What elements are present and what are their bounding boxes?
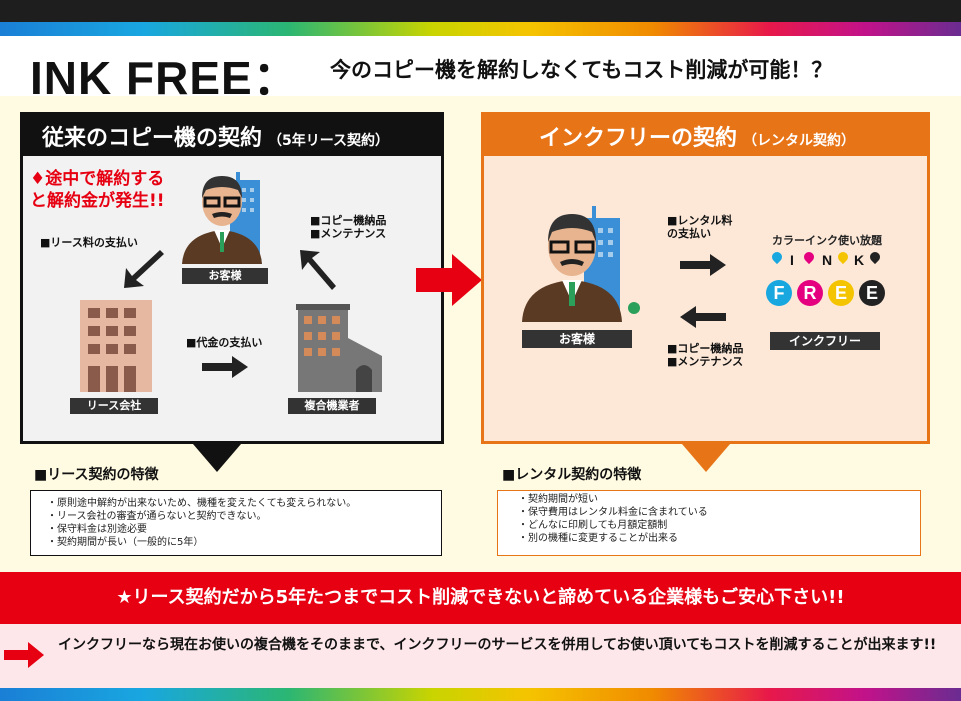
arrow-right-icon (202, 356, 248, 378)
cancellation-warning: ♦途中で解約する と解約金が発生!! (30, 168, 165, 212)
rental-feature-item: ・契約期間が短い (518, 494, 598, 505)
rental-feature-item: ・保守費用はレンタル料金に含まれている (518, 507, 708, 518)
rental-fee-line-2: の支払い (667, 227, 711, 240)
black-drop-icon (867, 249, 883, 265)
delivery-line-1: ■コピー機納品 (310, 214, 387, 227)
lease-features-title: ■リース契約の特徴 (34, 467, 159, 483)
rental-subtitle-text: （レンタル契約） (743, 133, 856, 149)
delivery-maintenance-label-left: ■コピー機納品 ■メンテナンス (310, 214, 386, 240)
rental-feature-item: ・別の機種に変更することが出来る (518, 533, 678, 544)
ink-tagline: カラーインク使い放題 (772, 234, 882, 247)
ink-letter-e1: E (828, 280, 854, 306)
rental-contract-panel (481, 112, 930, 444)
rental-contract-header: インクフリーの契約 （レンタル契約） (481, 112, 930, 156)
lease-payment-label: ■リース料の支払い (40, 236, 138, 249)
magenta-drop-icon (801, 249, 817, 265)
lease-subtitle-text: （5年リース契約） (268, 133, 390, 149)
yellow-drop-icon (835, 249, 851, 265)
price-payment-label: ■代金の支払い (186, 336, 263, 349)
delivery-line-2: ■メンテナンス (310, 227, 387, 240)
rental-contract-title: インクフリーの契約 （レンタル契約） (539, 120, 855, 152)
ink-letter-n: N (822, 252, 833, 268)
rental-fee-line-1: ■レンタル料 (667, 214, 733, 227)
delivery-right-line-2: ■メンテナンス (667, 355, 744, 368)
arrow-right-rental-icon (680, 254, 726, 276)
customer-figure-right-icon (522, 206, 640, 322)
lease-feature-item: ・原則途中解約が出来ないため、機種を変えたくても変えられない。 (47, 498, 357, 509)
warning-line-2: と解約金が発生!! (30, 191, 165, 211)
customer-label-left: お客様 (182, 268, 268, 284)
ink-free-logo: INK FREE： (30, 52, 300, 104)
lease-feature-item: ・リース会社の審査が通らないと契約できない。 (47, 511, 267, 522)
rental-title-text: インクフリーの契約 (539, 126, 738, 151)
ink-letter-e2: E (859, 280, 885, 306)
bottom-red-arrow-icon (4, 642, 44, 668)
ink-letter-i: I (790, 252, 794, 268)
rental-fee-label: ■レンタル料 の支払い (667, 214, 732, 240)
ink-letter-k: K (854, 252, 865, 268)
top-rainbow-stripe (0, 22, 961, 36)
dealer-label: 複合機業者 (288, 398, 376, 414)
lease-company-building-icon (80, 300, 152, 392)
lease-title-text: 従来のコピー機の契約 (42, 126, 263, 151)
lease-contract-title: 従来のコピー機の契約 （5年リース契約） (42, 120, 389, 152)
lease-panel-pointer (193, 444, 241, 472)
ink-letter-f: F (766, 280, 792, 306)
arrow-up-left-icon (300, 250, 336, 290)
bottom-message: インクフリーなら現在お使いの複合機をそのままで、インクフリーのサービスを併用して… (58, 637, 937, 653)
inkfree-label: インクフリー (770, 332, 880, 350)
cyan-drop-icon (769, 249, 785, 265)
lease-contract-header: 従来のコピー機の契約 （5年リース契約） (20, 112, 444, 156)
bottom-background (0, 624, 961, 688)
warning-line-1: ♦途中で解約する (30, 169, 165, 189)
big-red-arrow-icon (416, 254, 482, 306)
delivery-right-line-1: ■コピー機納品 (667, 342, 744, 355)
dealer-building-icon (296, 304, 382, 392)
customer-label-right: お客様 (522, 330, 632, 348)
rental-features-box: ・契約期間が短い ・保守費用はレンタル料金に含まれている ・どんなに印刷しても月… (497, 490, 921, 556)
lease-feature-item: ・契約期間が長い（一般的に5年） (47, 537, 204, 548)
rental-feature-item: ・どんなに印刷しても月額定額制 (518, 520, 668, 531)
delivery-maintenance-label-right: ■コピー機納品 ■メンテナンス (667, 342, 743, 368)
arrow-down-left-icon (124, 250, 164, 288)
inkfree-logo-mark: I N K F R E E (766, 249, 896, 314)
arrow-left-rental-icon (680, 306, 726, 328)
page-headline: 今のコピー機を解約しなくてもコスト削減が可能！？ (330, 58, 833, 82)
reassurance-banner: ★リース契約だから5年たつまでコスト削減できないと諦めている企業様もご安心下さい… (0, 572, 961, 624)
customer-figure-icon (182, 172, 262, 264)
lease-company-label: リース会社 (70, 398, 158, 414)
rental-features-title: ■レンタル契約の特徴 (502, 467, 642, 483)
lease-features-box: ・原則途中解約が出来ないため、機種を変えたくても変えられない。 ・リース会社の審… (30, 490, 442, 556)
bottom-rainbow-stripe (0, 688, 961, 701)
rental-panel-pointer (682, 444, 730, 472)
top-dark-bar (0, 0, 961, 22)
ink-letter-r: R (797, 280, 823, 306)
lease-feature-item: ・保守料金は別途必要 (47, 524, 147, 535)
